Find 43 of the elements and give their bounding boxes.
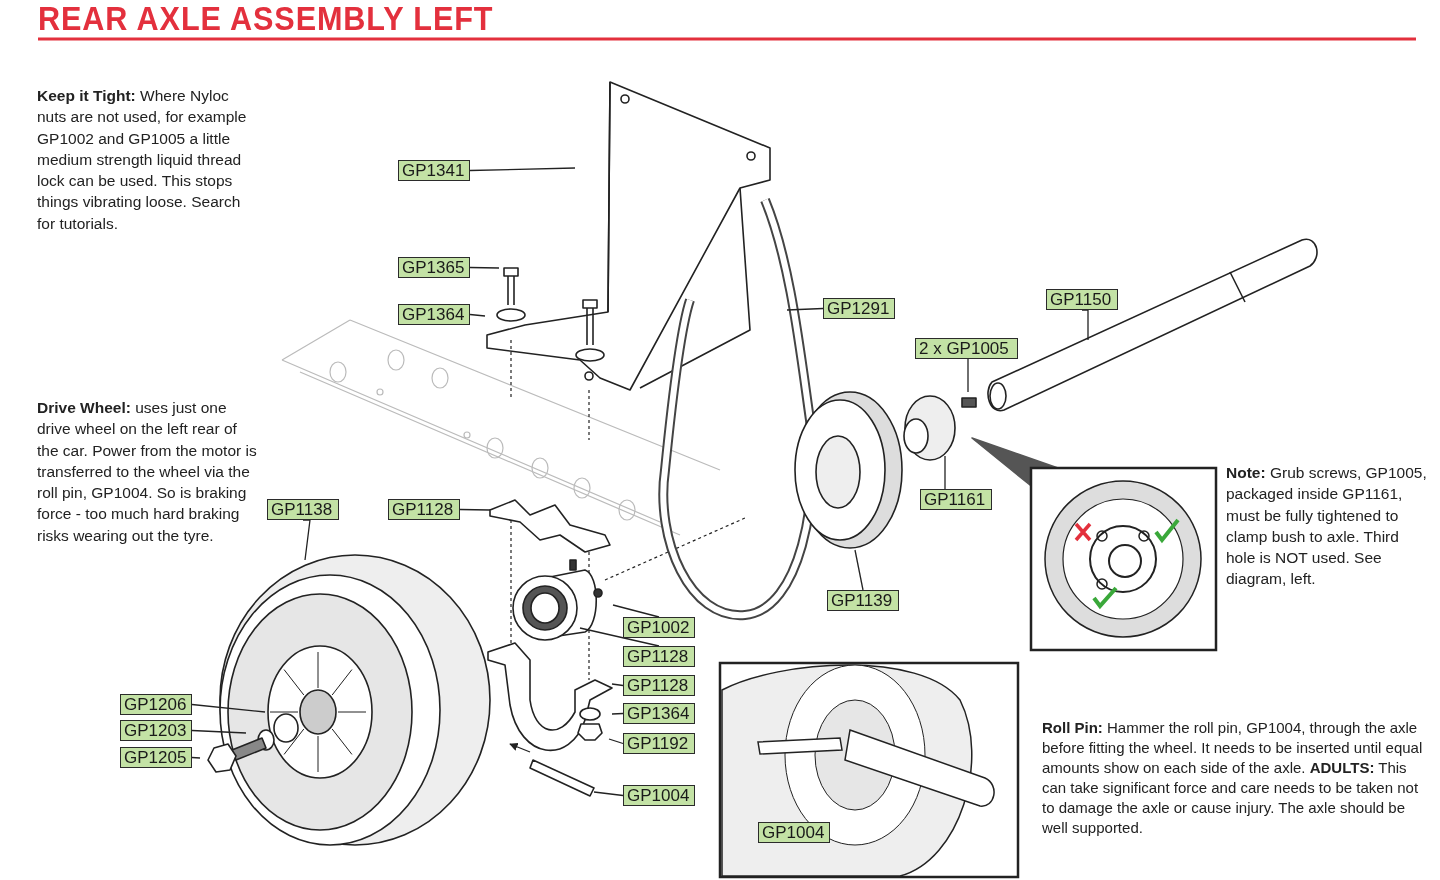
page-title: REAR AXLE ASSEMBLY LEFT [38,0,494,36]
leader-line [611,683,624,687]
note-text: Roll Pin: Hammer the roll pin, GP1004, through the axle before fitting the wheel. It needs to be inserted until equal amounts show on each side of the axle. ADULTS: This can take significant force and care needs to be taken not to damage the axle or cause injury. The axle should be well supported. [1042,718,1424,838]
note-text: Keep it Tight: Where Nyloc nuts are not used, for example GP1002 and GP1005 a little medium strength liquid thread lock can be used. This stops things vibrating loose. Search for tutorials. [37,86,248,234]
part-number-label: GP1161 [920,489,992,510]
part-number-label: GP1206 [120,694,192,715]
leader-line [469,167,576,172]
part-number-label: GP1364 [398,304,470,325]
part-number-label: GP1365 [398,257,470,278]
part-number-label: GP1004 [758,822,830,843]
leader-line [611,712,624,715]
leader-line [191,729,247,734]
leader-line [302,519,311,561]
part-number-label: GP1150 [1046,289,1118,310]
leader-line [579,627,660,647]
leader-line [593,791,624,797]
part-number-label: GP1205 [120,747,192,768]
leader-line [608,738,624,745]
leader-line [469,266,500,269]
leader-line [944,455,946,490]
leader-line [854,549,864,591]
leader-line [612,604,660,618]
part-number-label: GP1004 [623,785,695,806]
part-number-label: GP1192 [623,733,695,754]
part-number-label: GP1341 [398,160,470,181]
leader-line [786,307,824,311]
part-number-label: GP1291 [823,298,895,319]
part-number-label: GP1128 [623,646,695,667]
leader-line [469,313,486,317]
note-text: Note: Grub screws, GP1005, packaged inside GP1161, must be fully tightened to clamp bush to axle. Third hole is NOT used. See diagram, left. [1226,463,1428,590]
part-number-label: 2 x GP1005 [915,338,1018,359]
part-number-label: GP1002 [623,617,695,638]
part-number-label: GP1364 [623,703,695,724]
leader-line [459,508,491,511]
part-number-label: GP1128 [388,499,460,520]
part-number-label: GP1203 [120,720,192,741]
leader-line [191,703,266,713]
note-text: Drive Wheel: uses just one drive wheel on the left rear of the car. Power from the motor is transferred to the wheel via the roll pin, GP1004. So is braking force - too much hard braking risks wearing out the tyre. [37,398,258,546]
leader-line [191,756,201,759]
part-number-label: GP1139 [827,590,899,611]
part-number-label: GP1128 [623,675,695,696]
leader-line [967,358,969,393]
part-number-label: GP1138 [267,499,339,520]
